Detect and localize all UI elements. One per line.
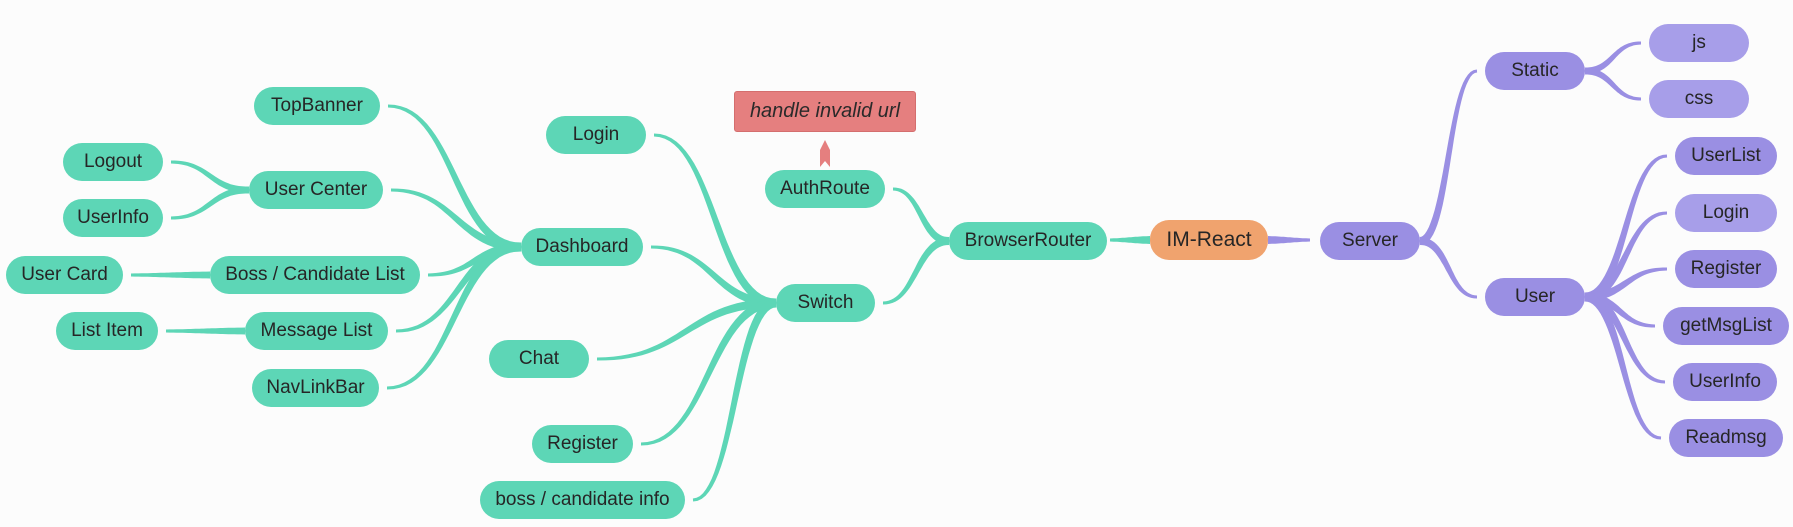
link-root-server xyxy=(1268,236,1310,244)
node-user[interactable]: User xyxy=(1485,278,1585,316)
node-boss-candidate-info[interactable]: boss / candidate info xyxy=(480,481,685,519)
link-user-login xyxy=(1584,211,1667,302)
node-api-getmsglist[interactable]: getMsgList xyxy=(1663,307,1789,345)
link-usercenter-userinfo xyxy=(171,186,249,220)
link-authroute-note xyxy=(820,140,830,167)
node-browser-router[interactable]: BrowserRouter xyxy=(949,222,1107,260)
node-api-userlist[interactable]: UserList xyxy=(1675,137,1777,175)
link-server-user xyxy=(1419,237,1477,299)
node-dashboard[interactable]: Dashboard xyxy=(521,228,643,266)
node-top-banner[interactable]: TopBanner xyxy=(254,87,380,125)
node-login[interactable]: Login xyxy=(546,116,646,154)
link-static-css xyxy=(1585,67,1641,101)
node-nav-link-bar[interactable]: NavLinkBar xyxy=(252,369,379,407)
link-user-userlist xyxy=(1584,154,1668,302)
node-css[interactable]: css xyxy=(1649,80,1749,118)
link-messagelist-listitem xyxy=(166,327,245,335)
link-dashboard-navlinkbar xyxy=(387,242,522,390)
link-dashboard-messagelist xyxy=(396,242,522,333)
note-handle-invalid-url: handle invalid url xyxy=(734,91,916,132)
link-switch-login xyxy=(654,133,777,308)
node-user-center[interactable]: User Center xyxy=(249,171,383,209)
node-api-login[interactable]: Login xyxy=(1675,194,1777,232)
node-list-item[interactable]: List Item xyxy=(56,312,158,350)
node-api-readmsg[interactable]: Readmsg xyxy=(1669,419,1783,457)
node-auth-route[interactable]: AuthRoute xyxy=(765,170,885,208)
node-user-info[interactable]: UserInfo xyxy=(63,199,163,237)
link-bosslist-usercard xyxy=(131,271,210,279)
link-browserrouter-switch xyxy=(883,237,950,305)
node-register[interactable]: Register xyxy=(532,425,633,463)
link-root-browserrouter xyxy=(1110,236,1150,244)
link-user-readmsg xyxy=(1584,292,1662,440)
node-user-card[interactable]: User Card xyxy=(6,256,123,294)
link-user-register xyxy=(1585,267,1667,302)
link-dashboard-usercenter xyxy=(391,188,521,252)
node-chat[interactable]: Chat xyxy=(489,340,589,378)
node-api-register[interactable]: Register xyxy=(1675,250,1777,288)
node-im-react[interactable]: IM-React xyxy=(1150,220,1268,260)
node-static[interactable]: Static xyxy=(1485,52,1585,90)
node-switch[interactable]: Switch xyxy=(776,284,875,322)
link-user-userinfo xyxy=(1584,292,1665,384)
node-logout[interactable]: Logout xyxy=(63,143,163,181)
link-usercenter-logout xyxy=(171,160,249,194)
node-message-list[interactable]: Message List xyxy=(245,312,388,350)
link-switch-chat xyxy=(597,298,776,361)
link-static-js xyxy=(1585,41,1641,75)
link-server-static xyxy=(1419,69,1478,245)
node-js[interactable]: js xyxy=(1649,24,1749,62)
node-server[interactable]: Server xyxy=(1320,222,1420,260)
node-api-userinfo[interactable]: UserInfo xyxy=(1673,363,1777,401)
link-switch-bossinfo xyxy=(692,298,777,502)
link-dashboard-topbanner xyxy=(388,104,522,252)
link-switch-register xyxy=(641,298,777,446)
link-browserrouter-authroute xyxy=(893,187,950,245)
node-boss-candidate-list[interactable]: Boss / Candidate List xyxy=(210,256,420,294)
link-switch-dashboard xyxy=(651,245,776,308)
